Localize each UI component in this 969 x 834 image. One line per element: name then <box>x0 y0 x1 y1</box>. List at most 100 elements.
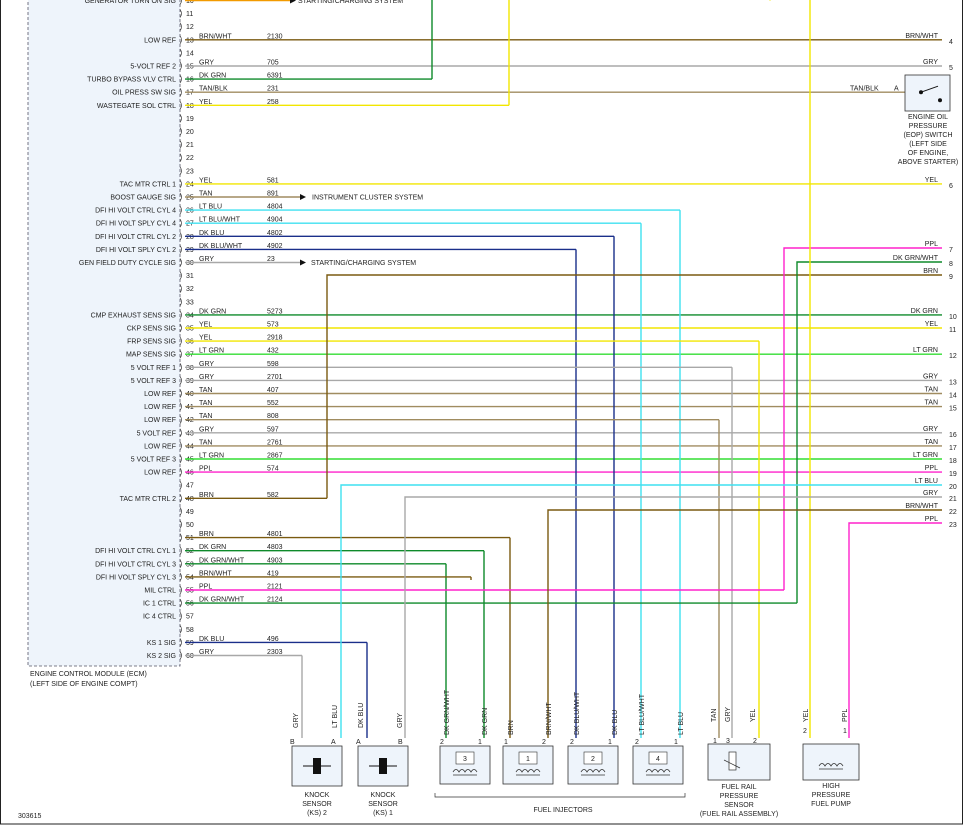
vertical-wire-label: DK GRN/WHT <box>444 689 451 735</box>
circuit-number: 573 <box>267 322 279 329</box>
circuit-number: 2124 <box>267 597 283 604</box>
pin-label: CKP SENS SIG <box>127 326 176 333</box>
pin-number: 47 <box>186 483 194 490</box>
vertical-wire-label: DK GRN <box>482 708 489 735</box>
circuit-number: 2867 <box>267 453 283 460</box>
pin-bracket <box>179 625 182 634</box>
pin-letter: B <box>398 739 403 746</box>
pin-letter: A <box>356 739 361 746</box>
pin-label: DFI HI VOLT SPLY CYL 2 <box>96 247 176 254</box>
pin-label: CMP EXHAUST SENS SIG <box>91 312 176 319</box>
dest-label: STARTING/CHARGING SYSTEM <box>298 0 403 5</box>
right-connector-number: 12 <box>949 353 957 360</box>
wire-color-label: YEL <box>199 177 212 184</box>
coil-icon <box>645 769 671 776</box>
wire-color-label: DK GRN/WHT <box>199 597 245 604</box>
circuit-number: 4804 <box>267 204 283 211</box>
right-connector-number: 9 <box>949 274 953 281</box>
component-name: FUEL RAIL <box>721 784 756 791</box>
eop-title: ABOVE STARTER) <box>898 159 958 166</box>
coil-icon <box>818 763 844 770</box>
wire-color-label: TAN <box>199 387 212 394</box>
circuit-number: 552 <box>267 400 279 407</box>
pin-bracket <box>179 467 182 477</box>
dest-label: STARTING/CHARGING SYSTEM <box>311 260 416 267</box>
injector-number: 4 <box>656 756 660 763</box>
pin-letter: A <box>331 739 336 746</box>
pin-number: 10 <box>186 0 194 5</box>
component-name: FUEL PUMP <box>811 801 851 808</box>
circuit-number: 705 <box>267 60 279 67</box>
pin-bracket <box>179 284 182 293</box>
pin-bracket <box>179 428 182 438</box>
eop-title: (LEFT SIDE <box>909 141 947 148</box>
pin-label: DFI HI VOLT CTRL CYL 2 <box>95 234 176 241</box>
pin-bracket <box>179 651 182 660</box>
pin-number: 19 <box>186 116 194 123</box>
pin-bracket <box>179 363 182 372</box>
wire-right-extra <box>547 509 942 738</box>
component-name: (KS) 1 <box>373 810 393 817</box>
pin-number: 40 <box>186 391 194 398</box>
pin-number: 2 <box>440 739 444 746</box>
component-name: (FUEL RAIL ASSEMBLY) <box>700 811 778 818</box>
pin-label: TURBO BYPASS VLV CTRL <box>87 77 176 84</box>
vertical-wire-label: BRN <box>508 720 515 735</box>
circuit-number: 597 <box>267 426 279 433</box>
pin-number: 30 <box>186 260 194 267</box>
wire-color-label: LT GRN <box>199 453 224 460</box>
right-connector-number: 5 <box>949 65 953 72</box>
pin-number: 57 <box>186 614 194 621</box>
pin-bracket <box>179 114 182 123</box>
right-color-label: TAN/BLK <box>850 86 879 93</box>
wire-color-label: YEL <box>199 322 212 329</box>
pin-label: MIL CTRL <box>144 588 176 595</box>
circuit-number: 4803 <box>267 544 283 551</box>
pin-number: 1 <box>608 739 612 746</box>
pin-number: 55 <box>186 588 194 595</box>
wire-color-label: GRY <box>199 60 214 67</box>
pin-number: 18 <box>186 103 194 110</box>
pin-number: 24 <box>186 181 194 188</box>
pin-bracket <box>179 192 182 202</box>
injector-number: 1 <box>526 756 530 763</box>
pin-label: MAP SENS SIG <box>126 352 176 359</box>
circuit-number: 582 <box>267 492 279 499</box>
circuit-number: 2918 <box>267 335 283 342</box>
coil-icon <box>515 769 541 776</box>
component-name: PRESSURE <box>812 792 851 799</box>
wire-color-label: TAN <box>199 439 212 446</box>
pin-bracket <box>179 611 182 621</box>
right-color-label: BRN/WHT <box>905 503 938 510</box>
pin-bracket <box>179 638 182 647</box>
diagram-id: 303615 <box>18 813 41 820</box>
pin-number: 33 <box>186 299 194 306</box>
component-name: KNOCK <box>305 792 330 799</box>
right-color-label: LT GRN <box>913 347 938 354</box>
pin-bracket <box>179 87 182 97</box>
right-color-label: TAN <box>925 400 938 407</box>
pin-number: 43 <box>186 430 194 437</box>
pin-letter: B <box>290 739 295 746</box>
pin-number: 37 <box>186 352 194 359</box>
pin-bracket <box>179 480 182 490</box>
wire-color-label: BRN/WHT <box>199 570 232 577</box>
wire-color-label: YEL <box>199 335 212 342</box>
eop-title: PRESSURE <box>909 123 948 130</box>
pin-number: 60 <box>186 653 194 660</box>
right-color-label: PPL <box>925 465 938 472</box>
pin-number: 48 <box>186 496 194 503</box>
coil-icon <box>452 769 478 776</box>
pin-bracket <box>179 153 182 162</box>
vertical-wire-label: LT BLU/WHT <box>639 693 646 735</box>
circuit-number: 231 <box>267 86 279 93</box>
right-color-label: DK GRN <box>911 308 938 315</box>
circuit-number: 4903 <box>267 557 283 564</box>
ecm-title: ENGINE CONTROL MODULE (ECM) <box>30 671 147 678</box>
wire-color-label: LT BLU/WHT <box>199 217 241 224</box>
pin-number: 2 <box>803 728 807 735</box>
pin-label: GEN FIELD DUTY CYCLE SIG <box>79 260 176 267</box>
pin-label: TAC MTR CTRL 1 <box>120 181 176 188</box>
right-color-label: PPL <box>925 241 938 248</box>
